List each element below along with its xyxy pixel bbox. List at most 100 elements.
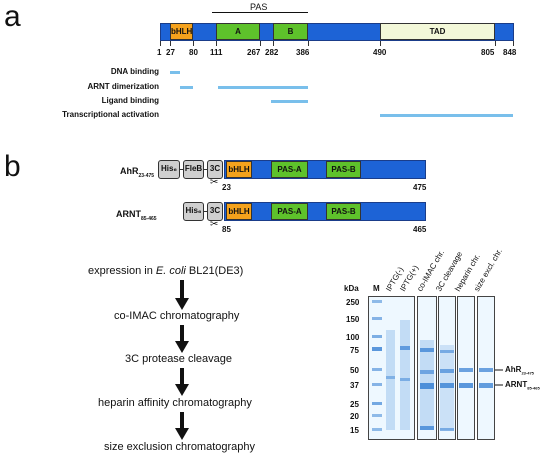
band-label-ahr-main: AhR [505, 365, 522, 374]
3c-site-tag: 3C [207, 160, 223, 179]
function-label-arnt-dimerization: ARNT dimerization [87, 82, 159, 91]
function-bar-ligand-binding [271, 100, 308, 103]
marker-band-15 [372, 428, 382, 431]
marker-band-75 [372, 347, 382, 351]
position-1: 1 [157, 48, 162, 57]
marker-value-250: 250 [346, 298, 360, 307]
tick [273, 41, 274, 46]
fleb-tag: FleB [183, 160, 204, 179]
arnt-name: ARNT [116, 209, 141, 219]
arnt-range: 85-465 [141, 215, 157, 222]
linker [204, 169, 207, 170]
arnt-end-position: 465 [413, 225, 427, 234]
band-label-ahr: AhR23-475 [505, 365, 534, 378]
arnt-construct-label: ARNT85-465 [116, 209, 157, 224]
tick [308, 41, 309, 46]
domain-pas-a: A [216, 23, 260, 40]
workflow-step-heparin: heparin affinity chromatography [98, 397, 252, 409]
panel-a-letter: a [4, 0, 21, 33]
position-490: 490 [373, 48, 387, 57]
position-27: 27 [166, 48, 175, 57]
position-80: 80 [189, 48, 198, 57]
marker-value-150: 150 [346, 315, 360, 324]
tick [513, 41, 514, 46]
tick [193, 41, 194, 46]
ahr-end-position: 475 [413, 183, 427, 192]
tick [495, 41, 496, 46]
band-label-arnt-sub: 85-465 [527, 385, 540, 391]
lane-size-exclusion-band [479, 383, 493, 388]
tick [260, 41, 261, 46]
lane-iptg-minus-smear [386, 330, 395, 430]
workflow-step-3c-cleavage: 3C protease cleavage [125, 353, 233, 365]
gel-kda-label: kDa [344, 284, 359, 293]
marker-band-100 [372, 335, 382, 338]
tick [380, 41, 381, 46]
position-805: 805 [481, 48, 495, 57]
marker-value-75: 75 [350, 346, 359, 355]
position-111: 111 [210, 48, 223, 57]
ahr-range: 23-475 [138, 172, 155, 179]
position-386: 386 [296, 48, 310, 57]
ahr-start-position: 23 [222, 183, 231, 192]
arnt-pas-a-domain: PAS-A [271, 203, 308, 220]
scissors-icon: ✂ [210, 219, 219, 230]
pas-label: PAS [250, 2, 268, 12]
function-bar-arnt-dimerization [180, 86, 193, 89]
band-label-arnt-main: ARNT [505, 380, 528, 389]
lane-co-imac-band [420, 370, 434, 374]
function-label-dna-binding: DNA binding [110, 67, 159, 76]
3c-site-tag: 3C [207, 202, 223, 221]
scissors-icon: ✂ [210, 177, 219, 188]
tick [170, 41, 171, 46]
workflow-arrow-down-icon [175, 280, 189, 310]
marker-value-25: 25 [350, 400, 359, 409]
marker-band-150 [372, 317, 382, 320]
tick [160, 41, 161, 46]
function-label-ligand-binding: Ligand binding [101, 96, 159, 105]
linker [180, 169, 183, 170]
lane-3c-band [440, 428, 454, 431]
ahr-name: AhR [120, 166, 139, 176]
ahr-bhlh-domain: bHLH [226, 161, 252, 178]
tick [216, 41, 217, 46]
workflow-arrow-down-icon [175, 325, 189, 353]
lane-heparin-band [459, 383, 473, 388]
position-282: 282 [265, 48, 279, 57]
marker-band-20 [372, 414, 382, 417]
lane-iptg-plus-smear [400, 320, 410, 430]
lane-co-imac-band [420, 348, 434, 352]
gel-marker-label: M [373, 284, 380, 293]
position-848: 848 [503, 48, 517, 57]
marker-band-50 [372, 368, 382, 371]
marker-value-15: 15 [350, 426, 359, 435]
marker-band-37 [372, 383, 382, 386]
domain-tad: TAD [380, 23, 495, 40]
gel-panel-3c-cleavage [438, 296, 456, 440]
ahr-pas-b-domain: PAS-B [326, 161, 361, 178]
marker-value-50: 50 [350, 366, 359, 375]
his6-tag: His₆ [158, 160, 180, 179]
position-267: 267 [247, 48, 261, 57]
lane-3c-band [440, 383, 454, 388]
lane-3c-band [440, 369, 454, 373]
domain-bhlh: bHLH [170, 23, 193, 40]
ahr-construct-label: AhR23-475 [120, 166, 154, 181]
lane-size-exclusion-band [479, 368, 493, 372]
domain-pas-b: B [273, 23, 308, 40]
function-bar-dna-binding [170, 71, 180, 74]
his6-tag: His₆ [183, 202, 204, 221]
workflow-arrow-down-icon [175, 368, 189, 396]
ahr-pas-a-domain: PAS-A [271, 161, 308, 178]
lane-3c-band [440, 350, 454, 353]
marker-value-20: 20 [350, 412, 359, 421]
marker-value-100: 100 [346, 333, 360, 342]
lane-iptg-plus-band [400, 378, 410, 381]
lane-co-imac-band [420, 383, 434, 389]
function-bar-arnt-dimerization [218, 86, 308, 89]
arnt-pas-b-domain: PAS-B [326, 203, 361, 220]
lane-heparin-band [459, 368, 473, 372]
arnt-start-position: 85 [222, 225, 231, 234]
workflow-step-co-imac: co-IMAC chromatography [114, 310, 240, 322]
